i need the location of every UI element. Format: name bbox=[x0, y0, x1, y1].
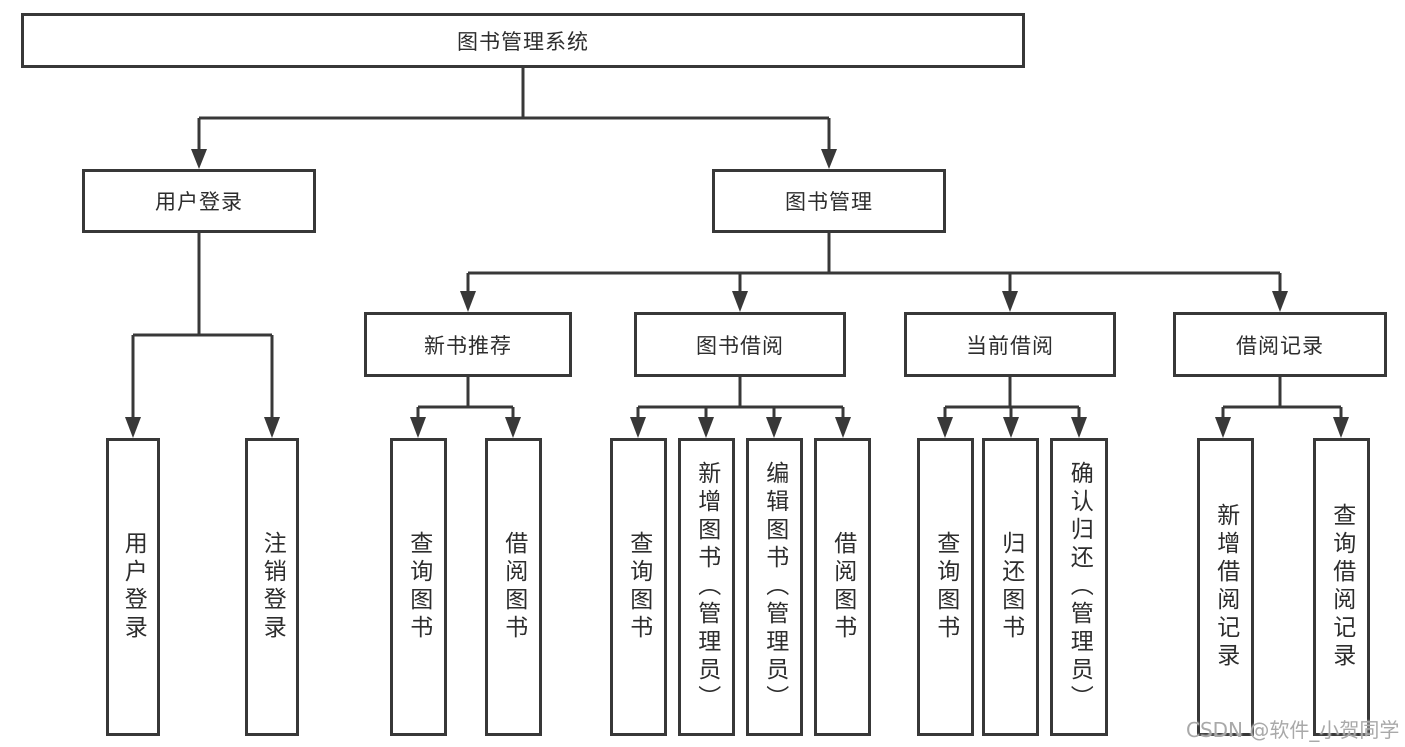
node-current-borrow-label: 当前借阅 bbox=[966, 333, 1054, 358]
leaf-edit-book-admin-label: 编辑图书（管理员） bbox=[761, 461, 788, 713]
leaf-add-borrow-record-label: 新增借阅记录 bbox=[1212, 503, 1239, 671]
leaf-add-borrow-record: 新增借阅记录 bbox=[1197, 438, 1254, 736]
csdn-watermark: CSDN @软件_小贺同学 bbox=[1186, 718, 1400, 742]
leaf-current-query-book-label: 查询图书 bbox=[932, 531, 959, 643]
leaf-borrow-query-book-label: 查询图书 bbox=[625, 531, 652, 643]
node-user-login-label: 用户登录 bbox=[155, 190, 243, 214]
node-new-book-recommend: 新书推荐 bbox=[364, 312, 572, 377]
node-root-system-label: 图书管理系统 bbox=[457, 29, 589, 54]
leaf-logout: 注销登录 bbox=[245, 438, 299, 736]
leaf-confirm-return-admin: 确认归还（管理员） bbox=[1050, 438, 1108, 736]
leaf-recommend-borrow-book: 借阅图书 bbox=[485, 438, 542, 736]
leaf-logout-label: 注销登录 bbox=[259, 531, 286, 643]
leaf-recommend-query-book-label: 查询图书 bbox=[405, 531, 432, 643]
leaf-current-query-book: 查询图书 bbox=[917, 438, 974, 736]
leaf-recommend-query-book: 查询图书 bbox=[390, 438, 447, 736]
node-borrow-record: 借阅记录 bbox=[1173, 312, 1387, 377]
leaf-query-borrow-record-label: 查询借阅记录 bbox=[1328, 503, 1355, 671]
node-book-management: 图书管理 bbox=[712, 169, 946, 233]
leaf-edit-book-admin: 编辑图书（管理员） bbox=[746, 438, 803, 736]
node-current-borrow: 当前借阅 bbox=[904, 312, 1116, 377]
leaf-borrow-book-label: 借阅图书 bbox=[829, 531, 856, 643]
node-user-login: 用户登录 bbox=[82, 169, 316, 233]
node-new-book-recommend-label: 新书推荐 bbox=[424, 333, 512, 358]
leaf-borrow-book: 借阅图书 bbox=[814, 438, 871, 736]
leaf-user-login: 用户登录 bbox=[106, 438, 160, 736]
leaf-borrow-query-book: 查询图书 bbox=[610, 438, 667, 736]
leaf-recommend-borrow-book-label: 借阅图书 bbox=[500, 531, 527, 643]
leaf-confirm-return-admin-label: 确认归还（管理员） bbox=[1066, 461, 1093, 713]
node-borrow-record-label: 借阅记录 bbox=[1236, 333, 1324, 358]
node-book-borrow: 图书借阅 bbox=[634, 312, 846, 377]
leaf-query-borrow-record: 查询借阅记录 bbox=[1313, 438, 1370, 736]
node-book-management-label: 图书管理 bbox=[785, 190, 873, 214]
node-root-system: 图书管理系统 bbox=[21, 13, 1025, 68]
leaf-return-book-label: 归还图书 bbox=[997, 531, 1024, 643]
leaf-user-login-label: 用户登录 bbox=[120, 531, 147, 643]
leaf-add-book-admin: 新增图书（管理员） bbox=[678, 438, 735, 736]
node-book-borrow-label: 图书借阅 bbox=[696, 333, 784, 358]
leaf-add-book-admin-label: 新增图书（管理员） bbox=[693, 461, 720, 713]
leaf-return-book: 归还图书 bbox=[982, 438, 1039, 736]
